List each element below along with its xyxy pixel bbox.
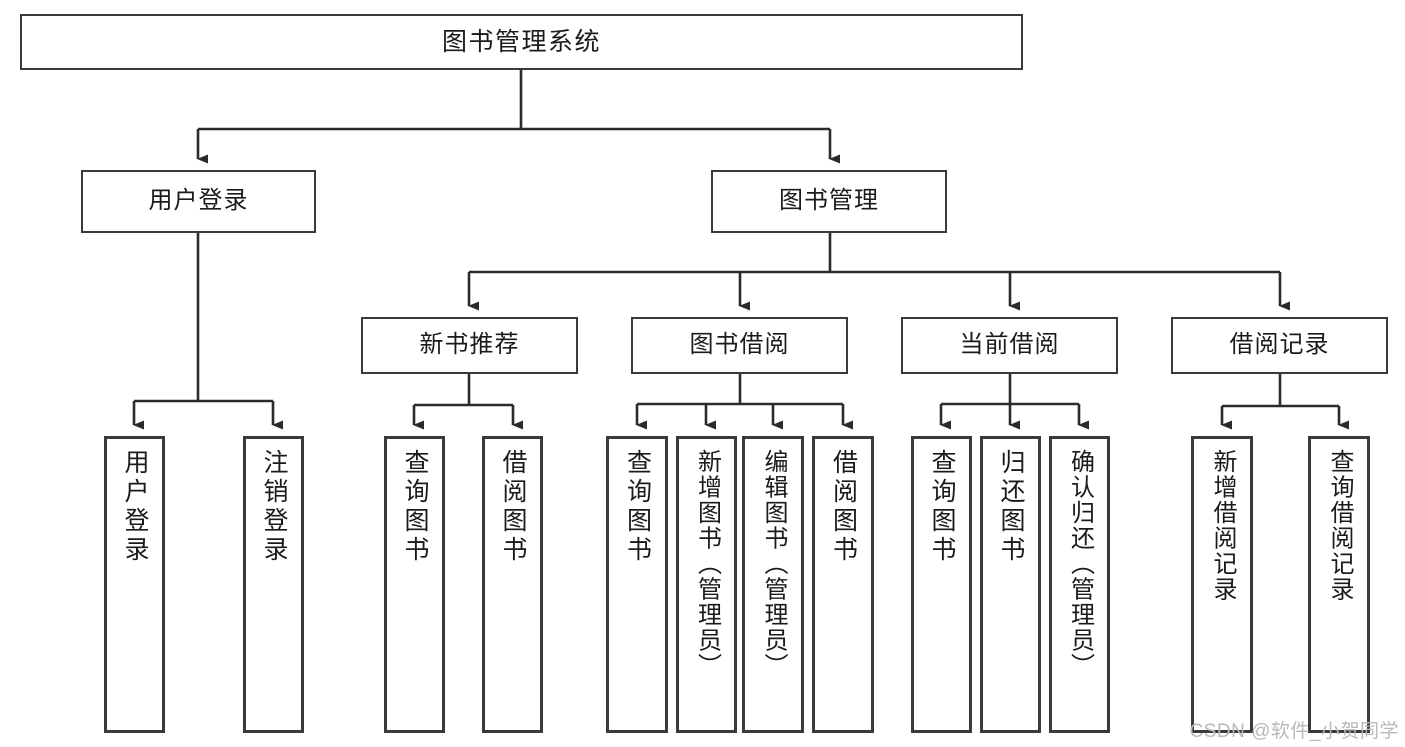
node-leaf-borrow-book-1-label: 借阅图书 bbox=[499, 449, 527, 565]
node-current-borrow-label: 当前借阅 bbox=[959, 331, 1060, 359]
node-leaf-add-book[interactable]: 新增图书（管理员） bbox=[676, 436, 737, 733]
node-root-label: 图书管理系统 bbox=[441, 28, 601, 56]
node-new-book-rec-label: 新书推荐 bbox=[419, 331, 520, 359]
node-leaf-query-record[interactable]: 查询借阅记录 bbox=[1308, 436, 1370, 733]
node-borrow-record[interactable]: 借阅记录 bbox=[1171, 317, 1388, 374]
node-leaf-query-book-3-label: 查询图书 bbox=[928, 449, 956, 565]
node-user-login[interactable]: 用户登录 bbox=[81, 170, 316, 233]
node-current-borrow[interactable]: 当前借阅 bbox=[901, 317, 1118, 374]
node-leaf-borrow-book-2[interactable]: 借阅图书 bbox=[812, 436, 874, 733]
node-leaf-query-book-2[interactable]: 查询图书 bbox=[606, 436, 668, 733]
node-leaf-confirm-return-label: 确认归还（管理员） bbox=[1066, 449, 1094, 679]
node-leaf-query-book-1[interactable]: 查询图书 bbox=[384, 436, 445, 733]
node-leaf-query-record-label: 查询借阅记录 bbox=[1326, 449, 1353, 602]
node-leaf-return-book-label: 归还图书 bbox=[997, 449, 1025, 565]
node-borrow-record-label: 借阅记录 bbox=[1229, 331, 1330, 359]
node-root[interactable]: 图书管理系统 bbox=[20, 14, 1023, 70]
node-leaf-return-book[interactable]: 归还图书 bbox=[980, 436, 1041, 733]
node-leaf-add-record[interactable]: 新增借阅记录 bbox=[1191, 436, 1253, 733]
node-leaf-user-login-label: 用户登录 bbox=[121, 449, 149, 565]
node-leaf-add-book-label: 新增图书（管理员） bbox=[693, 449, 721, 679]
node-book-manage[interactable]: 图书管理 bbox=[711, 170, 947, 233]
node-new-book-rec[interactable]: 新书推荐 bbox=[361, 317, 578, 374]
node-leaf-edit-book[interactable]: 编辑图书（管理员） bbox=[742, 436, 804, 733]
node-leaf-add-record-label: 新增借阅记录 bbox=[1209, 449, 1236, 602]
node-book-manage-label: 图书管理 bbox=[779, 187, 879, 215]
node-book-borrow[interactable]: 图书借阅 bbox=[631, 317, 848, 374]
node-leaf-edit-book-label: 编辑图书（管理员） bbox=[760, 449, 787, 679]
node-leaf-confirm-return[interactable]: 确认归还（管理员） bbox=[1049, 436, 1110, 733]
node-book-borrow-label: 图书借阅 bbox=[689, 331, 790, 359]
node-leaf-user-login[interactable]: 用户登录 bbox=[104, 436, 165, 733]
node-leaf-query-book-3[interactable]: 查询图书 bbox=[911, 436, 972, 733]
node-leaf-query-book-1-label: 查询图书 bbox=[401, 449, 429, 565]
node-leaf-borrow-book-1[interactable]: 借阅图书 bbox=[482, 436, 543, 733]
node-leaf-query-book-2-label: 查询图书 bbox=[623, 449, 652, 565]
node-leaf-borrow-book-2-label: 借阅图书 bbox=[829, 449, 858, 565]
csdn-watermark: CSDN @软件_小贺同学 bbox=[1189, 721, 1399, 742]
node-user-login-label: 用户登录 bbox=[148, 187, 249, 215]
node-leaf-logout[interactable]: 注销登录 bbox=[243, 436, 304, 733]
node-leaf-logout-label: 注销登录 bbox=[260, 449, 288, 565]
